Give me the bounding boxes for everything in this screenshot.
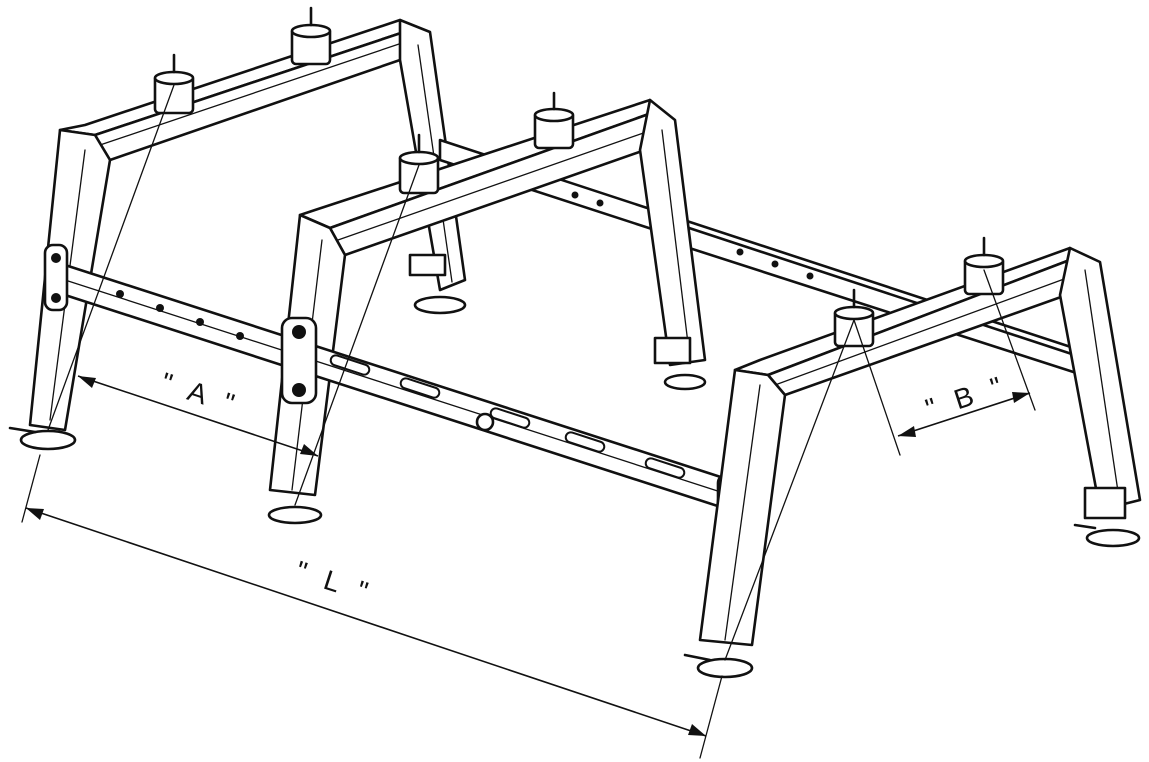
- foot-clamp-3: [653, 336, 692, 365]
- clamp-plate-left: [43, 243, 69, 312]
- foot-clamp-back: [408, 253, 447, 277]
- dimension-a-label: " A ": [157, 367, 244, 422]
- feet: [8, 336, 1141, 679]
- foot-3: [663, 373, 707, 391]
- top-beam-back-face: [93, 28, 412, 162]
- foot-2: [267, 505, 323, 525]
- stand-frame-middle: [268, 91, 707, 497]
- dimension-b-label: " B ": [922, 369, 1012, 424]
- clamp-plate-middle: [280, 316, 318, 405]
- centerlines: [47, 84, 1036, 661]
- top-beam-middle-face: [328, 108, 662, 257]
- stand-frame-front: [698, 236, 1142, 647]
- foot-clamp-5: [1083, 486, 1127, 520]
- foot-4: [696, 657, 754, 679]
- dimension-l: " L ": [21, 454, 723, 759]
- foot-5: [1085, 528, 1141, 548]
- top-beam-back-top: [58, 18, 427, 137]
- dimension-b: " B ": [897, 369, 1031, 437]
- leg-front-left: [698, 368, 787, 647]
- crossbar-front: [43, 243, 746, 537]
- leg-front-right: [1058, 246, 1142, 512]
- foot-1: [19, 429, 77, 451]
